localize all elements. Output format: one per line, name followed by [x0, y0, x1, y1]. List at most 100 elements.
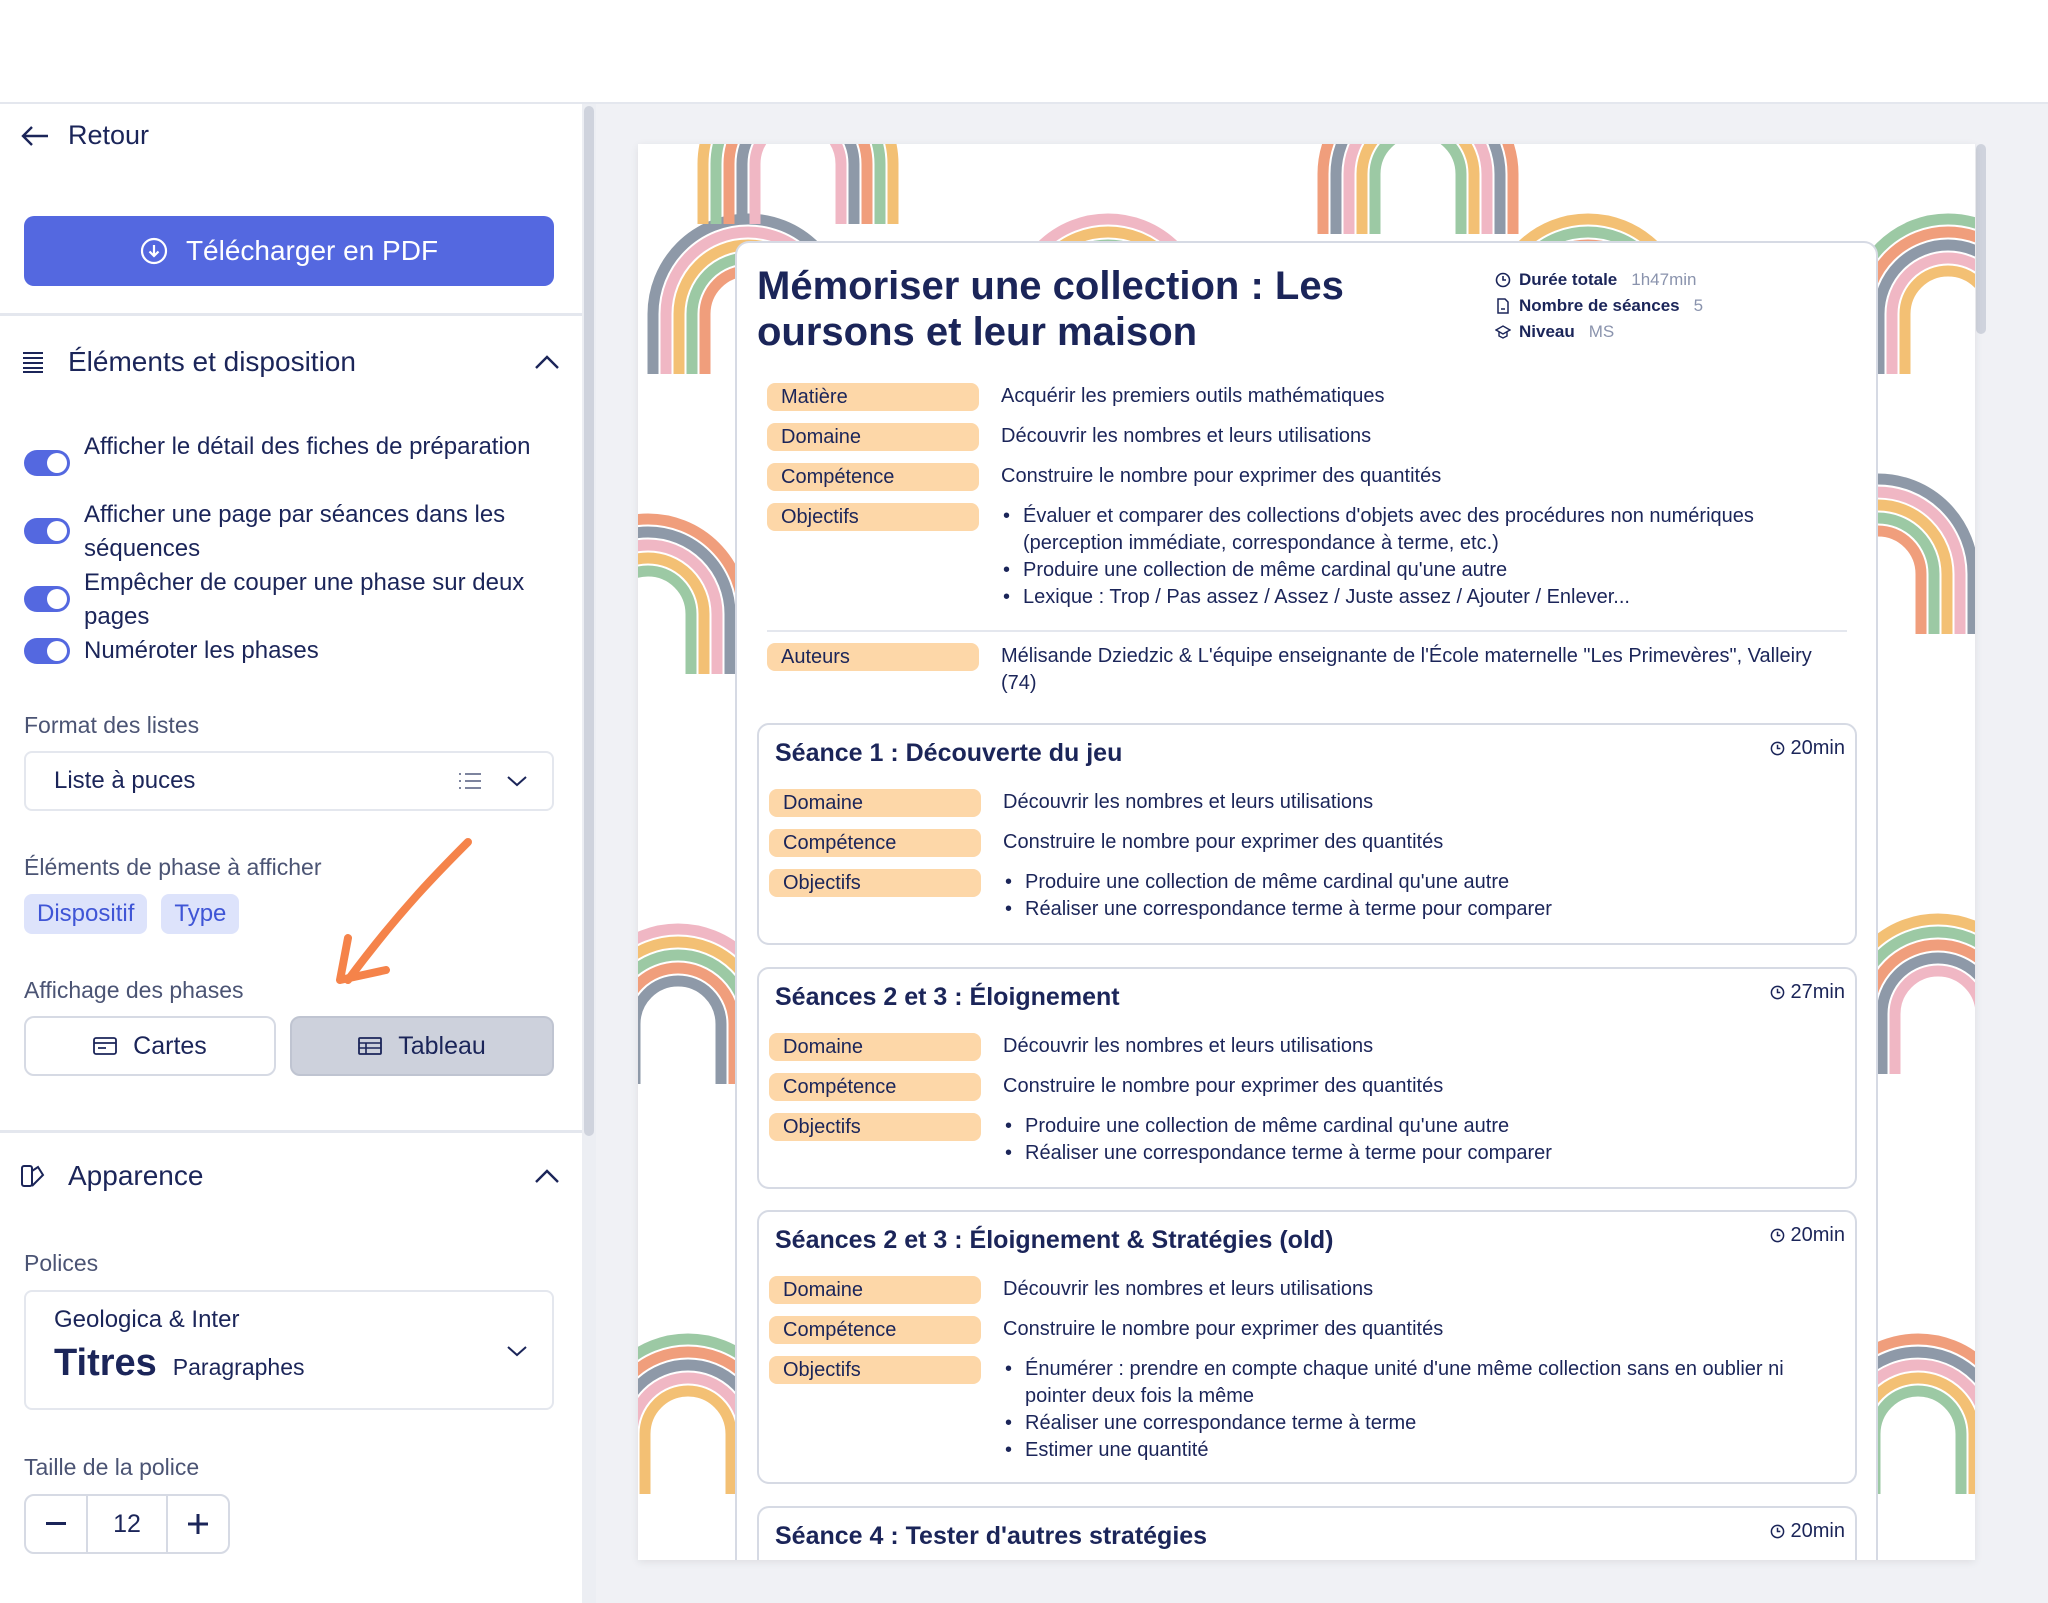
- preview-scrollbar[interactable]: [1976, 144, 1986, 334]
- objective-item: Évaluer et comparer des collections d'ob…: [1001, 503, 1847, 557]
- rainbow-arc: [749, 144, 847, 224]
- objective-item: Lexique : Trop / Pas assez / Assez / Jus…: [1001, 584, 1847, 611]
- row-competence: Compétence Construire le nombre pour expr…: [769, 1316, 1849, 1344]
- duration-value: 27min: [1790, 981, 1845, 1003]
- row-label: Compétence: [769, 1316, 981, 1344]
- download-pdf-label: Télécharger en PDF: [185, 235, 439, 266]
- seance-title: Séance 4 : Tester d'autres stratégies: [775, 1522, 1208, 1550]
- meta-label: Durée totale: [1519, 270, 1618, 289]
- tableau-button[interactable]: Tableau: [290, 1016, 554, 1076]
- download-pdf-button[interactable]: Télécharger en PDF: [24, 216, 554, 286]
- seance-duration: 27min: [1770, 981, 1845, 1004]
- rainbow-arc: [1899, 265, 1975, 374]
- row-label: Compétence: [769, 1073, 981, 1101]
- duration-value: 20min: [1790, 1224, 1845, 1246]
- document-card: Mémoriser une collection : Les oursons e…: [735, 241, 1878, 1560]
- cartes-button[interactable]: Cartes: [24, 1016, 276, 1076]
- row-label: Objectifs: [769, 1356, 981, 1384]
- clock-icon: [1495, 272, 1511, 288]
- seance-title: Séances 2 et 3 : Éloignement & Stratégie…: [775, 1226, 1334, 1254]
- toggle-page-par-seance[interactable]: Afficher une page par séances dans les s…: [24, 498, 554, 566]
- row-domaine: Domaine Découvrir les nombres et leurs ut…: [769, 1276, 1849, 1304]
- objective-item: Réaliser une correspondance terme à term…: [1003, 896, 1849, 923]
- row-competence: Compétence Construire le nombre pour expr…: [767, 463, 1847, 491]
- sidebar-scrollbar-thumb[interactable]: [584, 106, 594, 1136]
- rainbow-arc: [638, 975, 727, 1084]
- minus-icon: [46, 1522, 66, 1525]
- toggle-switch[interactable]: [24, 638, 70, 664]
- duration-value: 20min: [1790, 1520, 1845, 1542]
- font-size-stepper: 12: [24, 1494, 230, 1554]
- row-objectifs: ObjectifsProduire une collection de même…: [769, 1113, 1849, 1167]
- rainbow-arc: [1886, 252, 1975, 374]
- row-text: Construire le nombre pour exprimer des q…: [1003, 1318, 1444, 1340]
- chip-dispositif[interactable]: Dispositif: [24, 894, 148, 934]
- chevron-up-icon[interactable]: [534, 354, 560, 370]
- objective-item: Énumérer : prendre en compte chaque unit…: [1003, 1356, 1849, 1410]
- fonts-titles-sample: Titres: [54, 1342, 157, 1384]
- fonts-select[interactable]: Geologica & Inter Titres Paragraphes: [24, 1290, 554, 1410]
- chip-type[interactable]: Type: [161, 894, 240, 934]
- objective-item: Produire une collection de même cardinal…: [1001, 557, 1847, 584]
- toggle-detail-fiches[interactable]: Afficher le détail des fiches de prépara…: [24, 430, 554, 476]
- objective-item: Produire une collection de même cardinal…: [1003, 869, 1849, 896]
- increase-button[interactable]: [168, 1496, 228, 1552]
- rainbow-arc: [638, 552, 710, 674]
- section-header-layout[interactable]: Éléments et disposition: [20, 342, 560, 382]
- objective-item: Réaliser une correspondance terme à term…: [1003, 1410, 1849, 1437]
- row-text: Construire le nombre pour exprimer des q…: [1001, 465, 1442, 487]
- seance-duration: 20min: [1770, 1224, 1845, 1247]
- row-label: Domaine: [767, 423, 979, 451]
- decrease-button[interactable]: [26, 1496, 88, 1552]
- seance-title: Séance 1 : Découverte du jeu: [775, 739, 1123, 767]
- chevron-up-icon[interactable]: [534, 1168, 560, 1184]
- file-icon: [1497, 298, 1509, 314]
- clock-icon: [1770, 985, 1784, 1000]
- row-label: Compétence: [767, 463, 979, 491]
- phase-elements-chips: Dispositif Type: [24, 894, 240, 934]
- divider: [0, 313, 582, 316]
- back-link[interactable]: Retour: [20, 120, 149, 151]
- row-auteurs: Auteurs Mélisande Dziedzic & L'équipe ens…: [767, 643, 1847, 697]
- rainbow-arc: [638, 526, 736, 674]
- toggle-switch[interactable]: [24, 586, 70, 612]
- chevron-down-icon: [507, 776, 527, 787]
- seance-duration: 20min: [1770, 1520, 1845, 1543]
- row-label: Domaine: [769, 1276, 981, 1304]
- rainbow-arc: [1873, 239, 1975, 374]
- row-label: Auteurs: [767, 643, 979, 671]
- row-objectifs: Objectifs Évaluer et comparer des collec…: [767, 503, 1847, 611]
- toggle-switch[interactable]: [24, 450, 70, 476]
- list-format-value: Liste à puces: [54, 767, 196, 794]
- toggle-switch[interactable]: [24, 518, 70, 544]
- list-format-label: Format des listes: [24, 712, 200, 738]
- document-title: Mémoriser une collection : Les oursons e…: [757, 264, 1344, 354]
- row-text: Découvrir les nombres et leurs utilisati…: [1003, 1278, 1374, 1300]
- toggle-label: Afficher une page par séances dans les s…: [84, 501, 506, 562]
- rainbow-arc: [1889, 965, 1975, 1074]
- toggle-couper-phase[interactable]: Empêcher de couper une phase sur deux pa…: [24, 566, 554, 634]
- toggle-numeroter[interactable]: Numéroter les phases: [24, 634, 554, 668]
- objective-item: Estimer une quantité: [1003, 1437, 1849, 1464]
- table-icon: [358, 1037, 383, 1055]
- font-size-input[interactable]: 12: [88, 1496, 168, 1552]
- row-text: Mélisande Dziedzic & L'équipe enseignant…: [1001, 645, 1812, 694]
- rainbow-arc: [1343, 144, 1493, 234]
- row-label: Objectifs: [769, 869, 981, 897]
- palette-icon: [21, 1165, 45, 1187]
- font-size-label: Taille de la police: [24, 1454, 200, 1480]
- rainbow-arc: [638, 962, 740, 1084]
- section-header-appearance[interactable]: Apparence: [20, 1156, 560, 1196]
- row-text: Découvrir les nombres et leurs utilisati…: [1003, 1035, 1374, 1057]
- row-text: Découvrir les nombres et leurs utilisati…: [1003, 791, 1374, 813]
- document-page: Mémoriser une collection : Les oursons e…: [638, 144, 1975, 1560]
- list-format-select[interactable]: Liste à puces: [24, 751, 554, 811]
- objective-item: Produire une collection de même cardinal…: [1003, 1113, 1849, 1140]
